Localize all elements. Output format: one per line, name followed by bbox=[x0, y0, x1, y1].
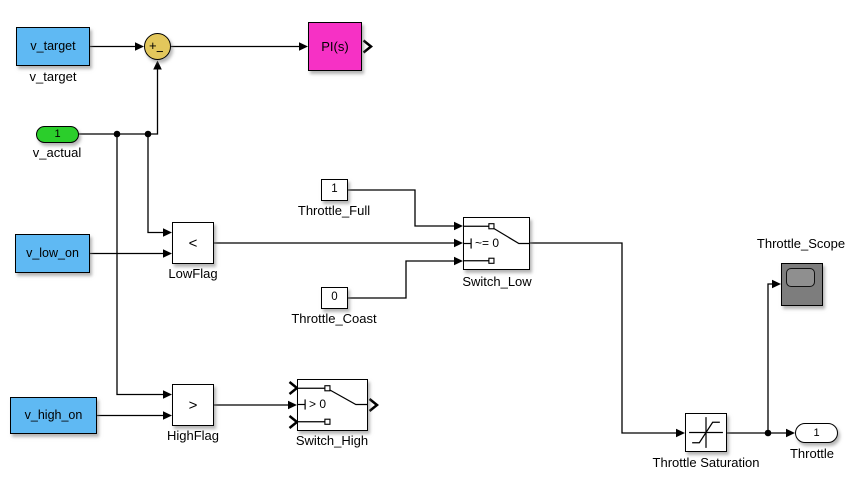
label-throttle-coast: Throttle_Coast bbox=[291, 311, 377, 326]
label-throttle-full: Throttle_Full bbox=[297, 203, 371, 218]
block-v-target[interactable]: v_target bbox=[16, 27, 90, 66]
switch-high-input3-port-chevron[interactable] bbox=[288, 415, 300, 429]
wire-saturation-to-throttle[interactable] bbox=[727, 428, 795, 438]
block-throttle-scope[interactable] bbox=[781, 263, 823, 306]
v-high-on-text: v_high_on bbox=[24, 408, 83, 423]
sum-plus-sign: + bbox=[149, 38, 157, 53]
wire-throttlefull-to-switchlow[interactable] bbox=[348, 189, 463, 231]
label-v-target: v_target bbox=[29, 69, 77, 84]
sum-minus-sign: − bbox=[156, 44, 164, 59]
block-throttle-outport[interactable]: 1 bbox=[795, 423, 838, 443]
wire-vtarget-to-sum[interactable] bbox=[90, 42, 144, 51]
block-throttle-saturation[interactable] bbox=[685, 413, 727, 452]
v-target-text: v_target bbox=[30, 39, 76, 54]
switch-low-icon bbox=[464, 223, 529, 264]
wire-throttlecoast-to-switchlow[interactable] bbox=[348, 256, 463, 299]
switch-low-criteria: ~= 0 bbox=[475, 236, 500, 250]
block-switch-high[interactable]: > 0 bbox=[297, 379, 368, 431]
block-highflag-relational[interactable]: > bbox=[172, 384, 214, 426]
switch-high-output-port-chevron[interactable] bbox=[368, 398, 380, 412]
block-switch-low[interactable]: ~= 0 bbox=[463, 217, 530, 270]
label-switch-low: Switch_Low bbox=[462, 274, 532, 289]
saturation-icon bbox=[689, 417, 723, 448]
v-low-on-text: v_low_on bbox=[26, 246, 79, 261]
block-throttle-coast-constant[interactable]: 0 bbox=[321, 287, 348, 309]
switch-high-criteria: > 0 bbox=[309, 397, 327, 411]
pi-controller-text: PI(s) bbox=[321, 39, 349, 54]
block-pi-controller[interactable]: PI(s) bbox=[308, 22, 362, 71]
throttle-coast-value: 0 bbox=[331, 291, 338, 304]
wire-vactual-to-lowflag[interactable] bbox=[147, 134, 172, 237]
wire-sum-to-pi[interactable] bbox=[171, 42, 308, 51]
label-switch-high: Switch_High bbox=[295, 433, 369, 448]
label-highflag: HighFlag bbox=[166, 428, 220, 443]
label-v-actual: v_actual bbox=[32, 145, 82, 160]
throttle-port-number: 1 bbox=[813, 426, 820, 439]
block-v-low-on[interactable]: v_low_on bbox=[15, 234, 90, 273]
v-actual-port-number: 1 bbox=[54, 128, 61, 140]
lowflag-operator: < bbox=[188, 234, 198, 252]
block-v-high-on[interactable]: v_high_on bbox=[10, 397, 97, 434]
block-lowflag-relational[interactable]: < bbox=[172, 222, 214, 264]
pi-output-port-chevron[interactable] bbox=[362, 39, 374, 54]
wire-vhighon-to-highflag[interactable] bbox=[97, 411, 172, 420]
label-throttle-saturation: Throttle Saturation bbox=[652, 455, 760, 470]
wire-lowflag-to-switchlow[interactable] bbox=[214, 238, 463, 248]
wire-saturation-to-scope[interactable] bbox=[767, 279, 781, 433]
switch-high-input1-port-chevron[interactable] bbox=[288, 381, 300, 395]
label-throttle-scope: Throttle_Scope bbox=[756, 236, 846, 251]
throttle-full-value: 1 bbox=[331, 183, 338, 196]
wire-vactual-to-sum[interactable] bbox=[79, 60, 162, 138]
block-sum-junction[interactable]: + − bbox=[144, 33, 171, 60]
highflag-operator: > bbox=[188, 396, 198, 414]
block-v-actual-inport[interactable]: 1 bbox=[36, 126, 79, 143]
block-throttle-full-constant[interactable]: 1 bbox=[321, 179, 348, 201]
wire-highflag-to-switchhigh[interactable] bbox=[214, 400, 297, 410]
wire-vlowon-to-lowflag[interactable] bbox=[90, 249, 172, 258]
wire-vactual-to-highflag[interactable] bbox=[116, 134, 172, 399]
label-lowflag: LowFlag bbox=[168, 266, 218, 281]
scope-screen-icon bbox=[786, 268, 815, 287]
label-throttle: Throttle bbox=[789, 446, 835, 461]
wire-switchlow-to-saturation[interactable] bbox=[530, 242, 685, 438]
switch-high-icon bbox=[298, 385, 367, 425]
